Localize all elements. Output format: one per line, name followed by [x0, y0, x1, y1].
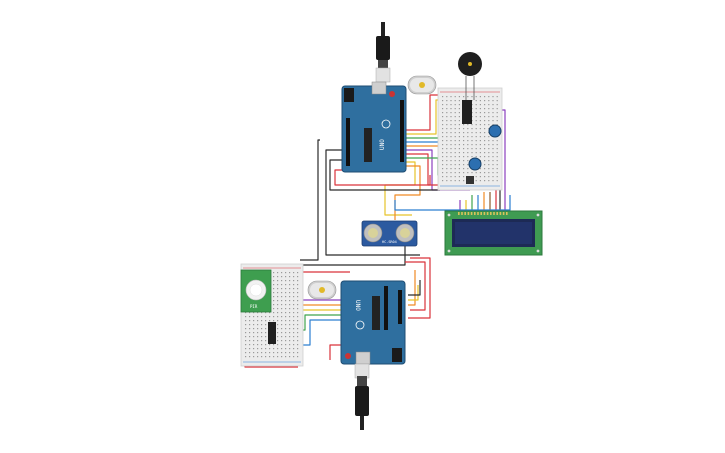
wire-top-10: [394, 165, 421, 220]
header-analog: [346, 118, 350, 166]
wire-bot-7: [408, 280, 421, 296]
wire-bot-5: [408, 270, 416, 306]
lcd-pins: [458, 212, 508, 215]
wire-bot-3: [408, 257, 431, 319]
usb-port: [355, 351, 371, 365]
arduino-uno-bottom[interactable]: UNO: [340, 280, 406, 365]
arduino-uno-top[interactable]: UNO: [341, 81, 407, 173]
breadboard-top[interactable]: [437, 87, 503, 191]
header-digital: [400, 100, 404, 162]
board-logo: UNO: [379, 139, 386, 150]
wire-top-12: [329, 159, 440, 191]
ic-chip-top: [462, 100, 472, 124]
header-digital: [384, 286, 388, 330]
pir-label: PIR: [250, 304, 258, 309]
wire-top-23: [394, 195, 511, 211]
wire-top-11: [334, 169, 431, 186]
usb-port: [371, 81, 387, 95]
reset-button[interactable]: [389, 91, 395, 97]
usb-cable-top: [375, 22, 391, 83]
wire-bot-6: [408, 285, 419, 301]
dc-motor-top[interactable]: [407, 75, 437, 95]
power-jack: [392, 348, 402, 362]
wire-top-13: [325, 149, 420, 256]
pir-sensor[interactable]: PIR: [240, 269, 272, 313]
wire-bot-1: [300, 139, 320, 261]
ic-chip-bottom: [268, 322, 276, 344]
dc-motor-bottom[interactable]: [307, 280, 337, 300]
ultrasonic-sensor[interactable]: HC-SR04: [361, 220, 418, 247]
piezo-buzzer[interactable]: [458, 52, 482, 100]
small-component: [466, 176, 474, 184]
mcu-chip: [372, 296, 380, 330]
potentiometer-mid[interactable]: [468, 157, 482, 171]
board-logo: UNO: [354, 300, 361, 311]
wire-bot-4: [405, 261, 426, 311]
reset-button[interactable]: [345, 353, 351, 359]
arduino-logo-icon: [381, 119, 391, 129]
potentiometer-top[interactable]: [488, 124, 502, 138]
power-jack: [344, 88, 354, 102]
usb-cable-bottom: [354, 363, 370, 430]
wires-top-circuit: [325, 94, 511, 256]
lcd-16x2[interactable]: [444, 210, 543, 256]
arduino-logo-icon: [355, 320, 365, 330]
header-analog: [398, 290, 402, 324]
mcu-chip: [364, 128, 372, 162]
ultrasonic-label: HC-SR04: [382, 240, 397, 244]
